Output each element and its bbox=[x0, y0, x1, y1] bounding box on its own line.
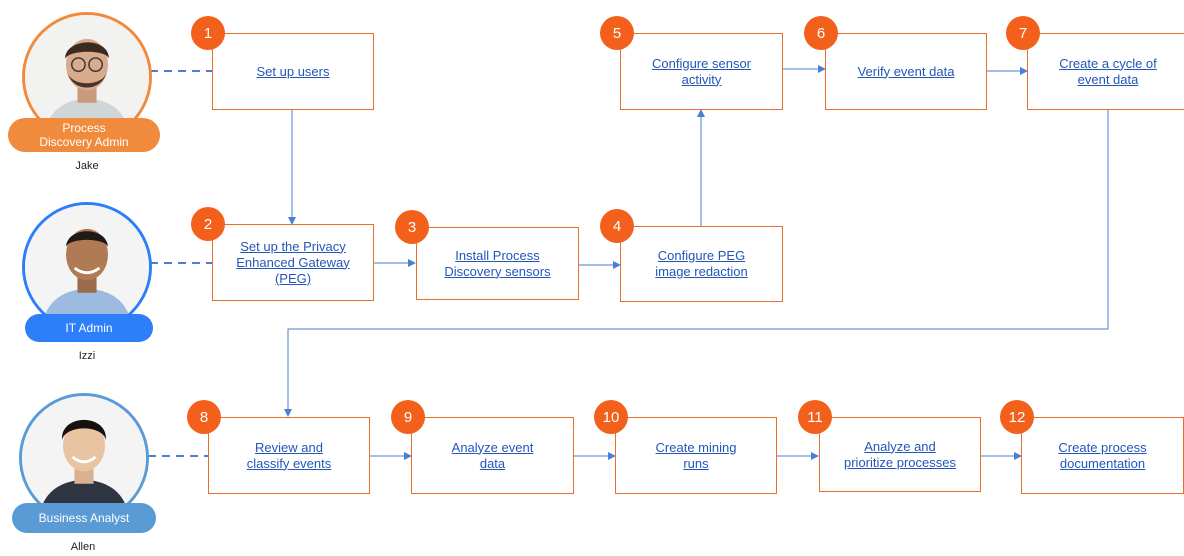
step-number-badge: 6 bbox=[804, 16, 838, 50]
step-link-2[interactable]: Set up the Privacy Enhanced Gateway (PEG… bbox=[236, 238, 350, 286]
step-link-4[interactable]: Configure PEG image redaction bbox=[655, 248, 748, 279]
step-box-9: Analyze event data bbox=[411, 417, 574, 494]
step-link-3[interactable]: Install Process Discovery sensors bbox=[444, 247, 551, 279]
step-box-11: Analyze and prioritize processes bbox=[819, 417, 981, 492]
step-box-6: Verify event data bbox=[825, 33, 987, 110]
step-number-badge: 8 bbox=[187, 400, 221, 434]
step-link-1[interactable]: Set up users bbox=[256, 63, 330, 79]
step-number-badge: 4 bbox=[600, 209, 634, 243]
step-link-5[interactable]: Configure sensor activity bbox=[652, 55, 751, 87]
step-link-12[interactable]: Create process documentation bbox=[1058, 439, 1147, 471]
step-box-12: Create process documentation bbox=[1021, 417, 1184, 494]
step-number-badge: 12 bbox=[1000, 400, 1034, 434]
person-icon bbox=[22, 396, 146, 520]
arrow-7-8 bbox=[284, 110, 1109, 417]
step-box-3: Install Process Discovery sensors bbox=[416, 227, 579, 300]
avatar bbox=[19, 393, 149, 523]
step-number-badge: 9 bbox=[391, 400, 425, 434]
step-box-10: Create mining runs bbox=[615, 417, 777, 494]
step-link-7[interactable]: Create a cycle of event data bbox=[1059, 55, 1157, 87]
avatar bbox=[22, 202, 152, 332]
person-icon bbox=[25, 205, 149, 329]
step-box-8: Review and classify events bbox=[208, 417, 370, 494]
step-box-7: Create a cycle of event data bbox=[1027, 33, 1184, 110]
role-badge: IT Admin bbox=[25, 314, 153, 342]
step-box-4: Configure PEG image redaction bbox=[620, 226, 783, 302]
step-box-5: Configure sensor activity bbox=[620, 33, 783, 110]
step-box-1: Set up users bbox=[212, 33, 374, 110]
step-number-badge: 10 bbox=[594, 400, 628, 434]
person-name: Jake bbox=[75, 160, 99, 172]
person-name: Allen bbox=[70, 541, 96, 553]
role-badge: Business Analyst bbox=[12, 503, 156, 533]
step-number-badge: 5 bbox=[600, 16, 634, 50]
step-link-11[interactable]: Analyze and prioritize processes bbox=[844, 438, 956, 470]
step-number-badge: 11 bbox=[798, 400, 832, 434]
step-box-2: Set up the Privacy Enhanced Gateway (PEG… bbox=[212, 224, 374, 301]
step-number-badge: 7 bbox=[1006, 16, 1040, 50]
step-link-6[interactable]: Verify event data bbox=[857, 63, 955, 79]
role-badge: Process Discovery Admin bbox=[8, 118, 160, 152]
step-number-badge: 2 bbox=[191, 207, 225, 241]
step-link-10[interactable]: Create mining runs bbox=[655, 439, 737, 471]
step-link-8[interactable]: Review and classify events bbox=[246, 439, 332, 471]
person-name: Izzi bbox=[78, 350, 96, 362]
step-number-badge: 3 bbox=[395, 210, 429, 244]
step-number-badge: 1 bbox=[191, 16, 225, 50]
step-link-9[interactable]: Analyze event data bbox=[451, 439, 534, 471]
